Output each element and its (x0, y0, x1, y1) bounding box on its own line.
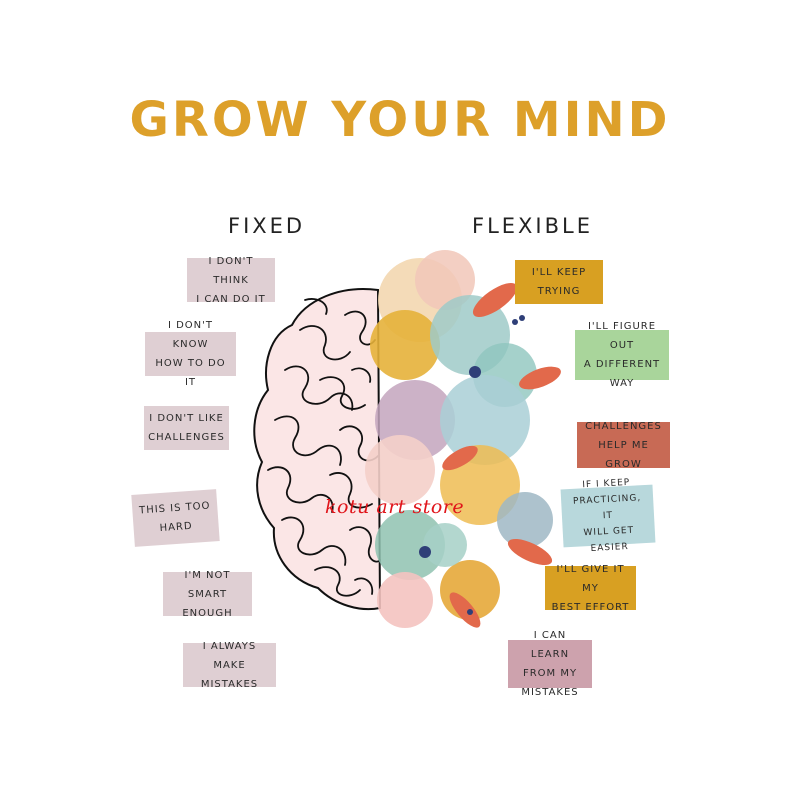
flexible-statement: IF I KEEP PRACTICING, IT WILL GET EASIER (560, 478, 656, 554)
flower-hemisphere (365, 250, 561, 628)
flexible-statement: I CAN LEARN FROM MY MISTAKES (508, 630, 592, 698)
fixed-statement: I DON'T THINK I CAN DO IT (187, 256, 275, 305)
watermark: kotu art store (325, 496, 465, 518)
flexible-statement: CHALLENGES HELP ME GROW (577, 421, 670, 470)
flexible-statement: I'LL FIGURE OUT A DIFFERENT WAY (575, 321, 669, 389)
flexible-statement: I'LL GIVE IT MY BEST EFFORT (545, 564, 636, 613)
fixed-heading: FIXED (228, 214, 306, 238)
fixed-statement: I ALWAYS MAKE MISTAKES (183, 641, 276, 690)
fixed-statement: THIS IS TOO HARD (131, 489, 220, 547)
fixed-statement: I DON'T LIKE CHALLENGES (144, 406, 229, 450)
poster-title: GROW YOUR MIND (129, 92, 671, 148)
left-brain-hemisphere (253, 288, 382, 611)
fixed-statement: I'M NOT SMART ENOUGH (163, 570, 252, 619)
flexible-statement: I'LL KEEP TRYING (515, 260, 603, 304)
fixed-statement: I DON'T KNOW HOW TO DO IT (145, 320, 236, 388)
flexible-heading: FLEXIBLE (472, 214, 594, 238)
